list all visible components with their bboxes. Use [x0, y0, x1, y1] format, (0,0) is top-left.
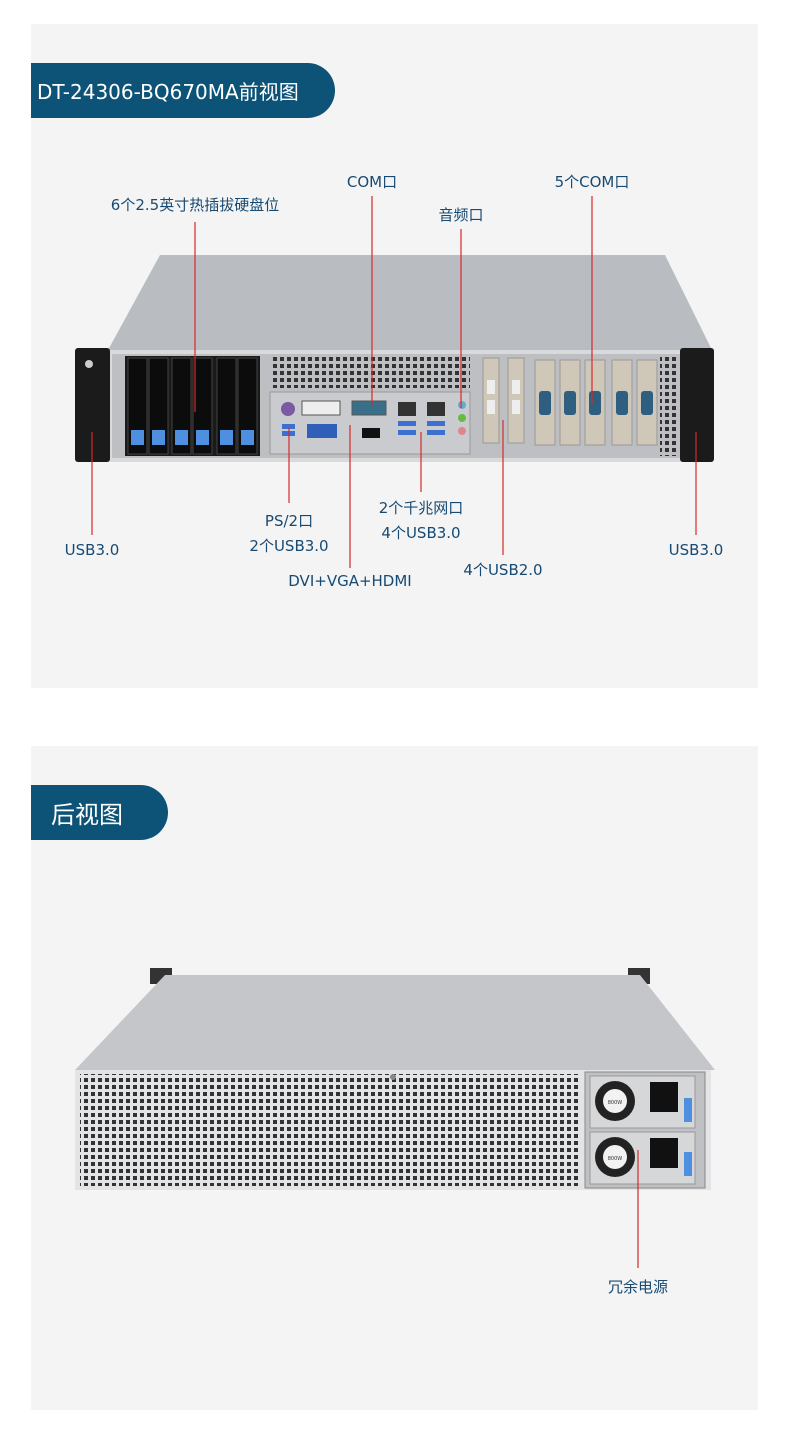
front-title-text: DT-24306-BQ670MA前视图 — [37, 80, 299, 104]
label-ps2-line1: PS/2口 — [264, 512, 314, 530]
psu-rating: 800W — [608, 1100, 623, 1106]
label-video: DVI+VGA+HDMI — [288, 572, 412, 590]
label-lan-line2: 4个USB3.0 — [381, 524, 461, 542]
label-ps2: PS/2口 2个USB3.0 — [249, 509, 328, 559]
label-com: COM口 — [346, 173, 398, 191]
rear-view-title: 后视图 — [31, 785, 168, 840]
front-view-title: DT-24306-BQ670MA前视图 — [31, 63, 335, 118]
label-usb-right: USB3.0 — [668, 541, 724, 559]
label-drive-bays: 6个2.5英寸热插拔硬盘位 — [110, 196, 280, 214]
front-callout-lines — [91, 196, 697, 568]
label-audio: 音频口 — [438, 206, 484, 224]
label-lan: 2个千兆网口 4个USB3.0 — [379, 496, 464, 546]
psu-rating: 800W — [608, 1156, 623, 1162]
label-ps2-line2: 2个USB3.0 — [249, 537, 329, 555]
label-psu: 冗余电源 — [607, 1278, 669, 1296]
label-lan-line1: 2个千兆网口 — [378, 499, 464, 517]
rear-server-image: 800W 800W — [75, 968, 715, 1190]
label-five-com: 5个COM口 — [554, 173, 630, 191]
label-usb2: 4个USB2.0 — [463, 561, 543, 579]
label-usb-left: USB3.0 — [64, 541, 120, 559]
drive-bays — [125, 356, 260, 456]
redundant-psu: 800W 800W — [584, 1071, 706, 1189]
front-server-image — [75, 255, 714, 462]
rear-title-text: 后视图 — [51, 801, 123, 829]
